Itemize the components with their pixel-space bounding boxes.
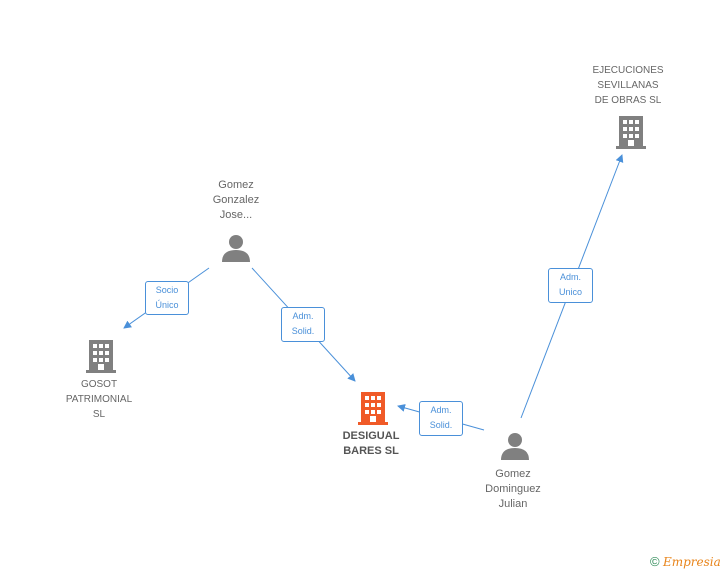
person-icon-gomez-dominguez[interactable]	[501, 433, 529, 460]
node-label-gomez-dominguez[interactable]: Gomez Dominguez Julian	[485, 468, 541, 510]
node-label-ejecuciones[interactable]: EJECUCIONES SEVILLANAS DE OBRAS SL	[592, 65, 664, 106]
brand-logo-text: Empresia	[662, 555, 721, 569]
building-icon-gosot[interactable]	[86, 340, 116, 373]
copyright-icon: ©	[650, 554, 660, 569]
node-label-desigual[interactable]: DESIGUAL BARES SL	[342, 430, 400, 457]
edge-label-socio-unico: Socio Único	[145, 281, 189, 315]
building-icon-desigual[interactable]	[358, 392, 388, 425]
edge-label-adm-solid-dominguez: Adm. Solid.	[419, 401, 463, 436]
node-label-gomez-gonzalez[interactable]: Gomez Gonzalez Jose...	[212, 179, 260, 221]
edge-label-adm-unico: Adm. Unico	[548, 268, 593, 303]
edge-label-adm-solid-gonzalez: Adm. Solid.	[281, 307, 325, 342]
person-icon-gomez-gonzalez[interactable]	[222, 235, 250, 262]
footer-brand[interactable]: © Empresia	[650, 554, 721, 569]
node-label-gosot[interactable]: GOSOT PATRIMONIAL SL	[65, 379, 133, 420]
building-icon-ejecuciones[interactable]	[616, 115, 646, 149]
